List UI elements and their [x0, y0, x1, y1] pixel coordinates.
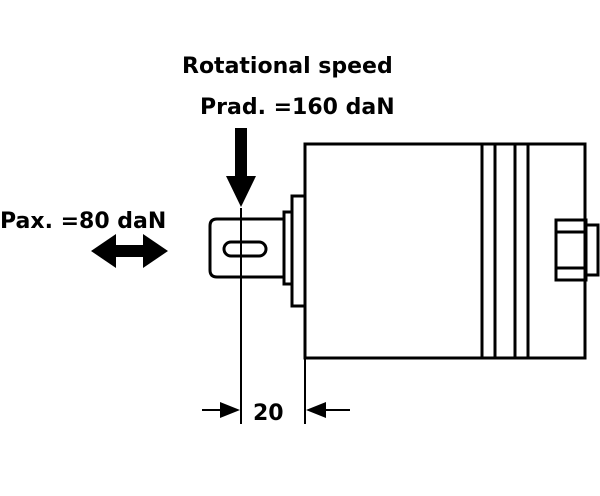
shaft	[208, 217, 284, 279]
dimension-value: 20	[253, 401, 284, 426]
shaft-keyway	[222, 240, 268, 258]
arrow-down-icon	[226, 128, 256, 207]
encoder-body	[303, 142, 587, 360]
radial-load-label: Prad. =160 daN	[200, 95, 395, 120]
double-arrow-horizontal-icon	[91, 234, 168, 268]
connector	[554, 218, 600, 282]
diagram-title: Rotational speed	[182, 54, 393, 79]
dimension-arrows	[202, 402, 350, 418]
axial-load-label: Pax. =80 daN	[0, 209, 166, 234]
flange	[282, 194, 307, 308]
